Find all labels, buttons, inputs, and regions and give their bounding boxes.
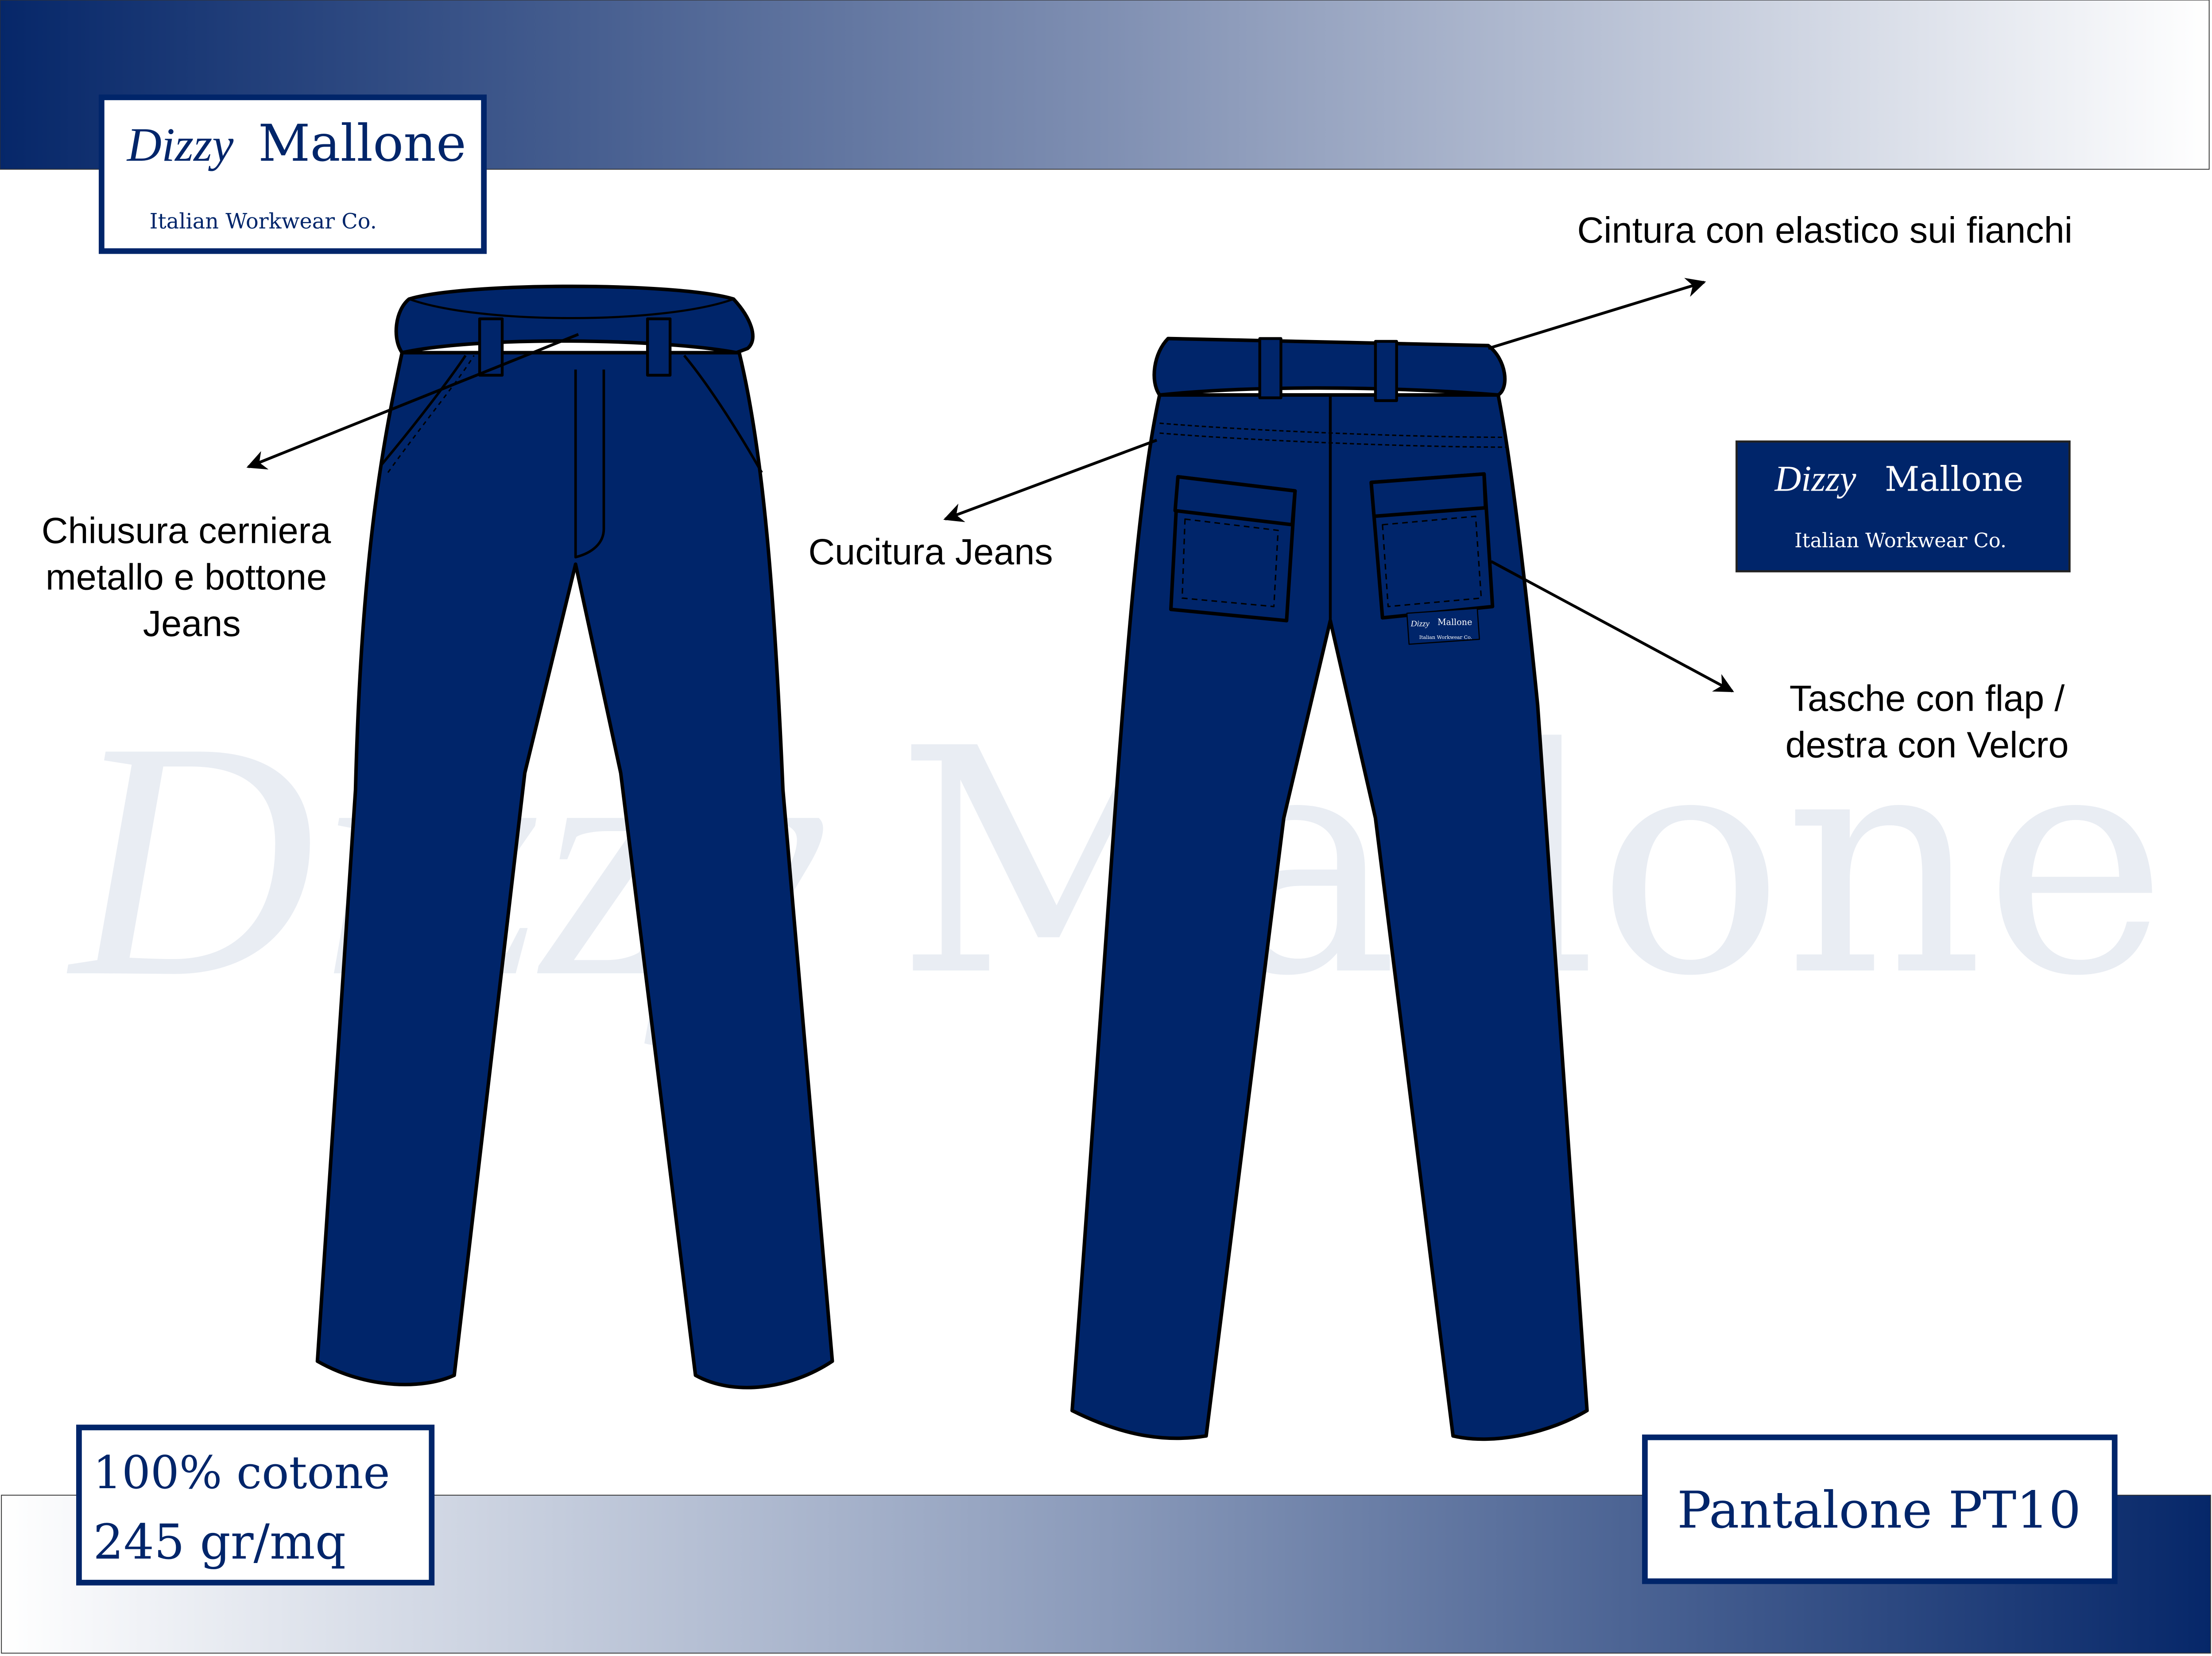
logo-script: Dizzy (126, 118, 234, 171)
logo-name: Mallone (258, 114, 466, 173)
label-name: Mallone (1885, 460, 2023, 499)
callout-arrows (246, 278, 1734, 693)
patch-tagline: Italian Workwear Co. (1419, 635, 1472, 640)
product-title-box: Pantalone PT10 (1642, 1434, 2118, 1584)
annotation-pockets-line1: Tasche con flap / (1790, 678, 2065, 719)
annotation-pockets-line2: destra con Velcro (1786, 724, 2069, 766)
brand-label: Dizzy Mallone Italian Workwear Co. (1736, 440, 2071, 573)
product-title: Pantalone PT10 (1677, 1481, 2081, 1540)
label-script: Dizzy (1774, 458, 1856, 499)
fabric-composition: 100% cotone (93, 1447, 390, 1499)
brand-logo: Dizzy Mallone Italian Workwear Co. (98, 94, 487, 254)
arrow-pockets (1490, 560, 1734, 693)
arrow-zip (246, 333, 579, 470)
fabric-weight: 245 gr/mq (93, 1514, 346, 1570)
label-tagline: Italian Workwear Co. (1794, 529, 2007, 552)
arrow-stitching (943, 438, 1158, 522)
patch-name: Mallone (1437, 617, 1472, 627)
fabric-info: 100% cotone 245 gr/mq (76, 1424, 435, 1586)
annotation-zip-line2: metallo e bottone (46, 557, 327, 598)
pants-front (315, 284, 834, 1389)
logo-tagline: Italian Workwear Co. (150, 209, 377, 234)
annotation-zip-line1: Chiusura cerniera (42, 510, 332, 551)
annotation-belt: Cintura con elastico sui fianchi (1577, 209, 2073, 251)
arrow-belt (1488, 278, 1706, 350)
pants-back (1070, 337, 1589, 1441)
annotation-zip-line3: Jeans (143, 603, 241, 644)
patch-script: Dizzy (1410, 619, 1430, 628)
annotation-stitching: Cucitura Jeans (808, 531, 1053, 572)
